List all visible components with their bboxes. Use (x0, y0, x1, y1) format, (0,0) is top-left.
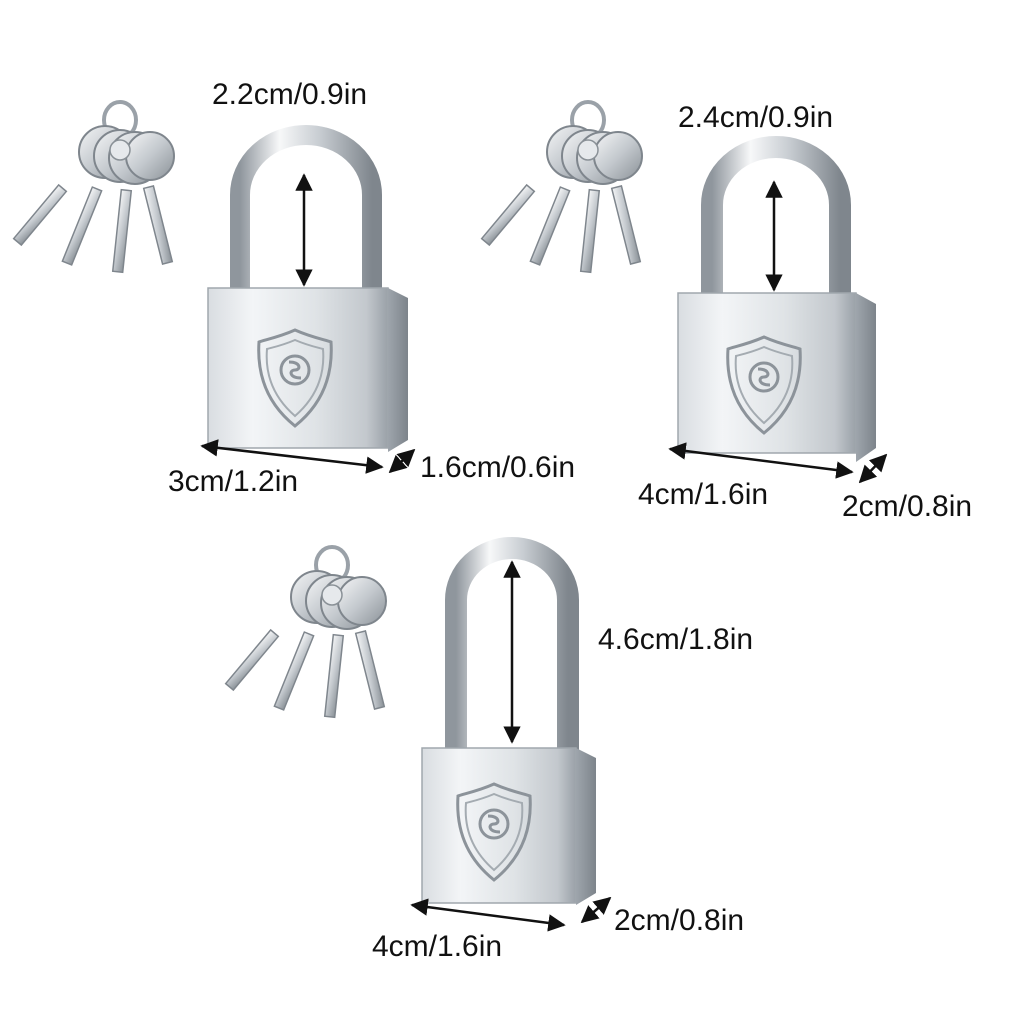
shackle-2 (701, 136, 851, 305)
padlock-2 (677, 136, 876, 462)
lock-3-body-thickness-label: 2cm/0.8in (614, 904, 745, 937)
lock-body-3 (421, 747, 577, 904)
dimension-arrow-icon (668, 442, 854, 479)
dimension-arrow-icon (410, 898, 566, 932)
lock-2-shackle-height-label: 2.4cm/0.9in (678, 101, 834, 134)
lock-1-body-width-label: 3cm/1.2in (168, 465, 299, 498)
dimension-arrow-icon (858, 453, 888, 484)
dimension-arrow-icon (388, 448, 416, 474)
lock-2-body-thickness-label: 2cm/0.8in (842, 490, 973, 523)
padlock-1 (207, 125, 408, 452)
key-ring-icon (479, 100, 644, 275)
lock-3-shackle-height-label: 4.6cm/1.8in (598, 623, 754, 656)
keys-set-3 (223, 545, 388, 720)
padlock-3 (421, 537, 596, 905)
lock-1-body-thickness-label: 1.6cm/0.6in (420, 451, 576, 484)
dimension-arrow-icon (200, 439, 384, 474)
lock-1-shackle-height-label: 2.2cm/0.9in (212, 78, 368, 111)
key-ring-icon (11, 100, 177, 275)
lock-3-body-width-label: 4cm/1.6in (372, 930, 503, 963)
dimension-arrow-icon (580, 896, 612, 924)
keys-set-1 (11, 100, 177, 275)
key-ring-icon (223, 545, 388, 720)
shackle-1 (230, 125, 382, 300)
keys-set-2 (479, 100, 644, 275)
shackle-3 (445, 537, 579, 760)
lock-2-body-width-label: 4cm/1.6in (638, 478, 769, 511)
